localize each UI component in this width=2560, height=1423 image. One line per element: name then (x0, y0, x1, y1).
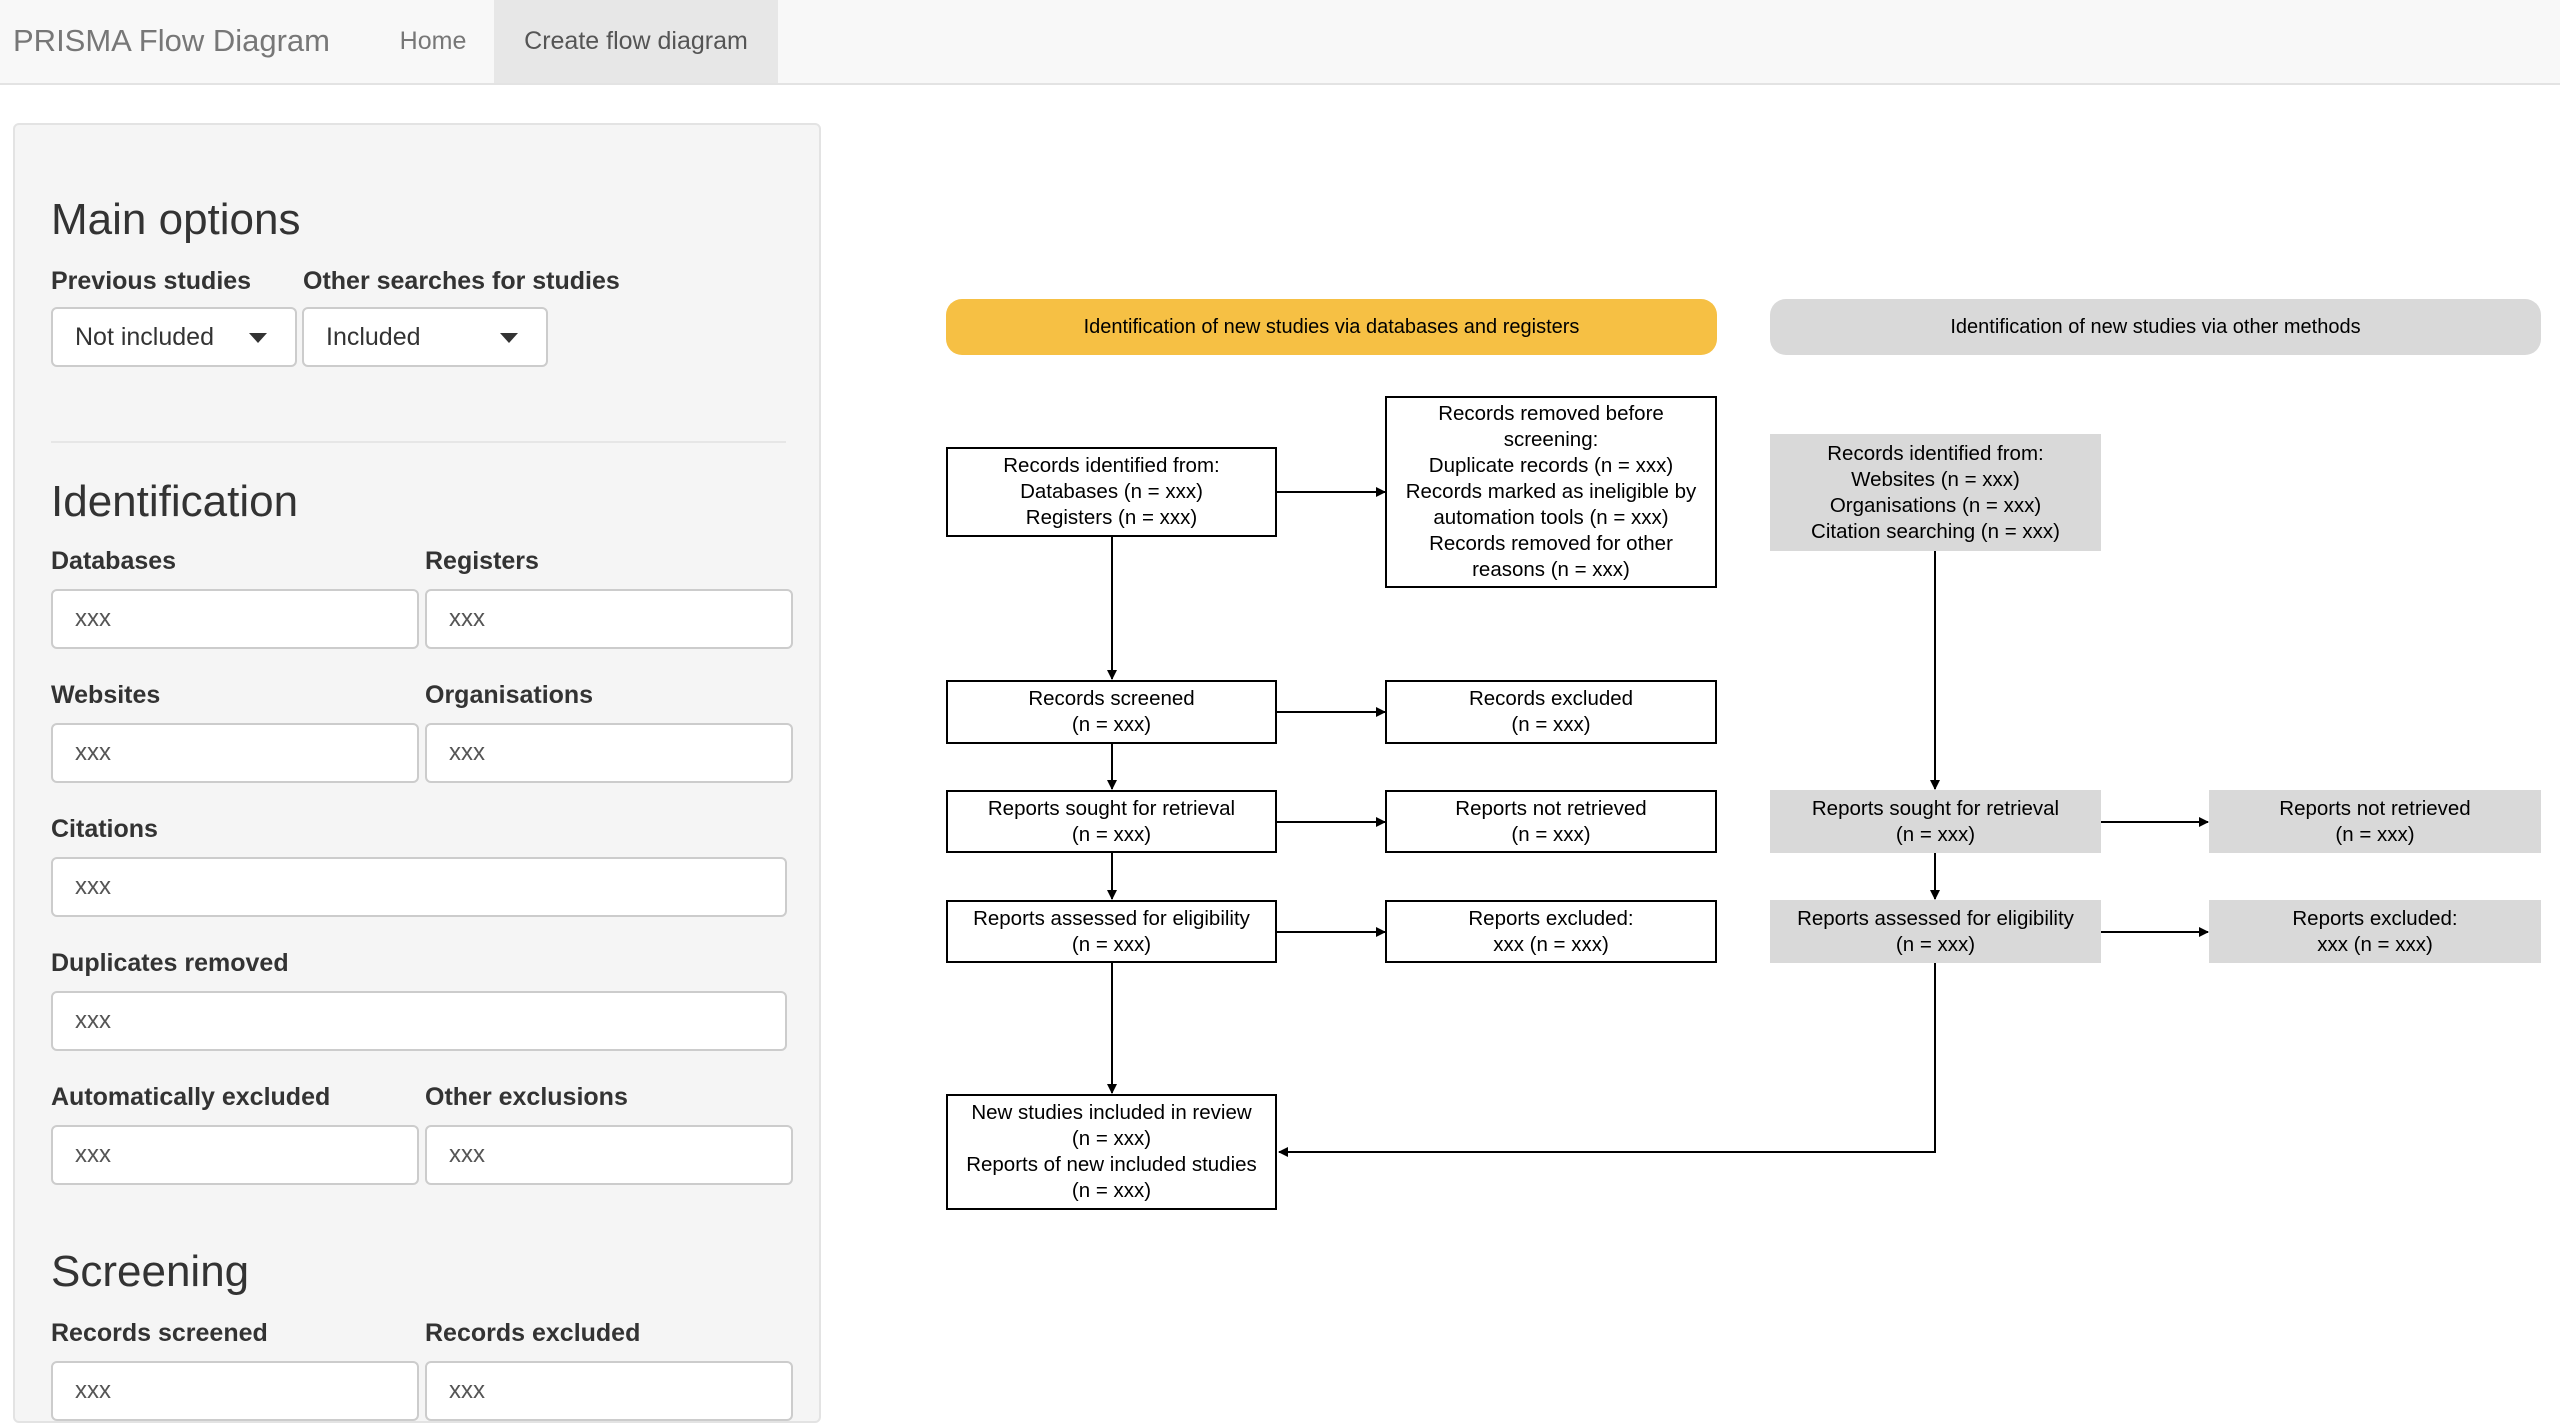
prisma-flow-diagram: Identification of new studies via databa… (946, 299, 2541, 1210)
section-divider (51, 441, 786, 443)
organisations-label: Organisations (425, 681, 594, 709)
text-line: (n = xxx) (1071, 1127, 1152, 1150)
text-line: xxx (n = xxx) (1493, 932, 1609, 956)
box-other-reports-assessed: Reports assessed for eligibility (n = xx… (1770, 900, 2101, 963)
databases-input[interactable]: xxx (51, 589, 419, 649)
text-line: Databases (n = xxx) (1020, 480, 1203, 503)
text-line: Records identified from: (1827, 441, 2044, 465)
box-reports-assessed: Reports assessed for eligibility (n = xx… (946, 900, 1277, 963)
websites-input[interactable]: xxx (51, 723, 419, 783)
text-line: Reports sought for retrieval (987, 796, 1236, 820)
text-line: Records removed for other (1429, 532, 1673, 555)
citations-label: Citations (51, 815, 158, 843)
arrow-other-assessed-to-included (1278, 963, 1936, 1157)
text-line: Reports assessed for eligibility (973, 906, 1250, 930)
text-line: Records excluded (1468, 687, 1634, 710)
header-databases-registers: Identification of new studies via databa… (946, 299, 1717, 355)
text-line: Records screened (1028, 687, 1195, 710)
options-sidebar: Main options Previous studies Other sear… (13, 123, 821, 1423)
box-reports-excluded: Reports excluded: xxx (n = xxx) (1385, 900, 1717, 963)
previous-studies-select[interactable]: Not included (51, 307, 297, 367)
previous-studies-label: Previous studies (51, 267, 252, 295)
box-other-reports-excluded: Reports excluded: xxx (n = xxx) (2209, 900, 2541, 963)
text-line: Records identified from: (1003, 454, 1220, 477)
screening-title: Screening (51, 1247, 250, 1296)
text-line: reasons (n = xxx) (1472, 558, 1630, 581)
text-line: screening: (1503, 428, 1599, 451)
text-line: (n = xxx) (1071, 713, 1152, 736)
box-new-studies-included: New studies included in review (n = xxx)… (946, 1094, 1277, 1210)
text-line: Records marked as ineligible by (1405, 480, 1697, 503)
navbar: PRISMA Flow Diagram Home Create flow dia… (0, 0, 2560, 85)
other-searches-select[interactable]: Included (302, 307, 548, 367)
box-records-identified: Records identified from: Databases (n = … (946, 447, 1277, 537)
brand-title[interactable]: PRISMA Flow Diagram (13, 23, 330, 58)
registers-input[interactable]: xxx (425, 589, 793, 649)
box-other-reports-not-retrieved: Reports not retrieved (n = xxx) (2209, 790, 2541, 853)
text-line: Registers (n = xxx) (1025, 506, 1198, 529)
identification-title: Identification (51, 477, 299, 526)
box-other-reports-sought: Reports sought for retrieval (n = xxx) (1770, 790, 2101, 853)
other-exclusions-label: Other exclusions (425, 1083, 628, 1111)
text-line: Duplicate records (n = xxx) (1428, 454, 1674, 477)
header-other-methods: Identification of new studies via other … (1770, 299, 2541, 355)
other-searches-label: Other searches for studies (303, 267, 620, 295)
text-line: Websites (n = xxx) (1851, 467, 2020, 491)
automatically-excluded-label: Automatically excluded (51, 1083, 331, 1111)
text-line: Reports not retrieved (1455, 796, 1647, 820)
text-line: (n = xxx) (1511, 713, 1591, 736)
text-line: Reports assessed for eligibility (1797, 906, 2074, 930)
registers-label: Registers (425, 547, 539, 575)
box-reports-sought: Reports sought for retrieval (n = xxx) (946, 790, 1277, 853)
text-line: Reports not retrieved (2279, 796, 2471, 820)
duplicates-removed-input[interactable]: xxx (51, 991, 787, 1051)
caret-down-icon (249, 333, 267, 343)
text-line: (n = xxx) (1071, 932, 1152, 956)
box-records-excluded: Records excluded (n = xxx) (1385, 680, 1717, 744)
nav-home[interactable]: Home (399, 27, 467, 55)
text-line: automation tools (n = xxx) (1433, 506, 1669, 529)
text-line: Citation searching (n = xxx) (1811, 519, 2060, 543)
text-line: Organisations (n = xxx) (1829, 493, 2042, 517)
text-line: Reports excluded: (1468, 906, 1634, 930)
organisations-input[interactable]: xxx (425, 723, 793, 783)
text-line: Reports excluded: (2292, 906, 2458, 930)
text-line: New studies included in review (971, 1101, 1252, 1124)
box-records-screened: Records screened (n = xxx) (946, 680, 1277, 744)
other-searches-value: Included (326, 323, 421, 351)
previous-studies-value: Not included (75, 323, 214, 351)
text-line: Reports of new included studies (966, 1153, 1257, 1176)
text-line: (n = xxx) (1895, 822, 1976, 846)
records-screened-label: Records screened (51, 1319, 268, 1347)
databases-label: Databases (51, 547, 177, 575)
text-line: Reports sought for retrieval (1811, 796, 2060, 820)
automatically-excluded-input[interactable]: xxx (51, 1125, 419, 1185)
text-line: (n = xxx) (1071, 822, 1152, 846)
text-line: (n = xxx) (2335, 822, 2415, 846)
text-line: (n = xxx) (1895, 932, 1976, 956)
box-reports-not-retrieved: Reports not retrieved (n = xxx) (1385, 790, 1717, 853)
text-line: Records removed before (1438, 402, 1664, 425)
citations-input[interactable]: xxx (51, 857, 787, 917)
diagram-connectors (1107, 487, 2209, 1157)
text-line: (n = xxx) (1511, 822, 1591, 846)
records-excluded-label: Records excluded (425, 1319, 641, 1347)
duplicates-removed-label: Duplicates removed (51, 949, 289, 977)
box-other-records-identified: Records identified from: Websites (n = x… (1770, 434, 2101, 551)
other-exclusions-input[interactable]: xxx (425, 1125, 793, 1185)
caret-down-icon (500, 333, 518, 343)
text-line: xxx (n = xxx) (2317, 932, 2433, 956)
text-line: (n = xxx) (1071, 1179, 1152, 1202)
nav-create-flow-diagram[interactable]: Create flow diagram (494, 0, 778, 83)
main-options-title: Main options (51, 195, 301, 244)
box-records-removed: Records removed before screening: Duplic… (1385, 396, 1717, 588)
websites-label: Websites (51, 681, 161, 709)
